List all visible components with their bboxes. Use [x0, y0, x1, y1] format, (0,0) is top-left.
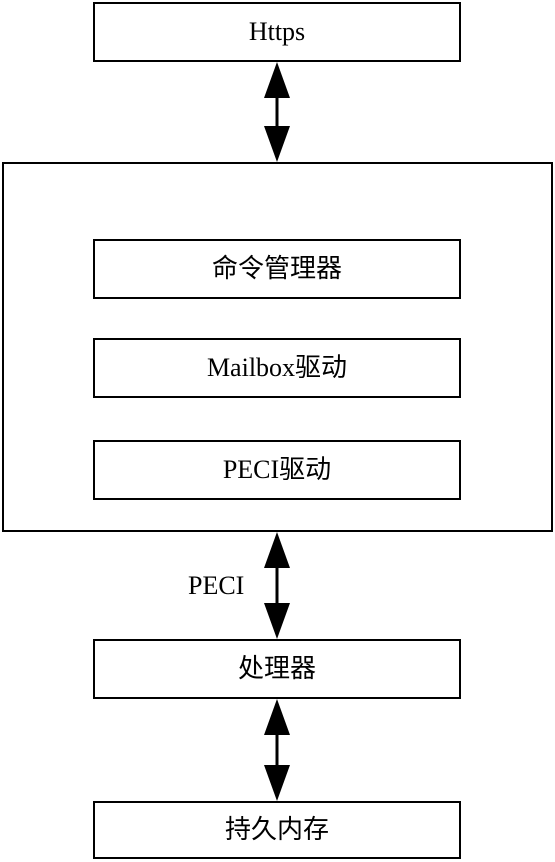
https-box: Https	[93, 2, 461, 62]
peci-driver-box: PECI驱动	[93, 440, 461, 500]
peci-link-label: PECI	[188, 571, 245, 600]
command-manager-label: 命令管理器	[211, 254, 342, 283]
peci-bidirectional-arrow	[264, 532, 290, 639]
processor-box: 处理器	[93, 639, 461, 699]
https-label: Https	[248, 17, 306, 46]
https-bidirectional-arrow	[264, 62, 290, 162]
persistent-storage-box: 持久内存	[93, 801, 461, 859]
processor-label: 处理器	[237, 654, 316, 683]
storage-bidirectional-arrow	[264, 699, 290, 801]
mailbox-driver-box: Mailbox驱动	[93, 338, 461, 398]
mailbox-driver-label: Mailbox驱动	[206, 353, 348, 382]
persistent-storage-label: 持久内存	[224, 815, 329, 844]
command-manager-box: 命令管理器	[93, 239, 461, 299]
peci-driver-label: PECI驱动	[222, 455, 332, 484]
